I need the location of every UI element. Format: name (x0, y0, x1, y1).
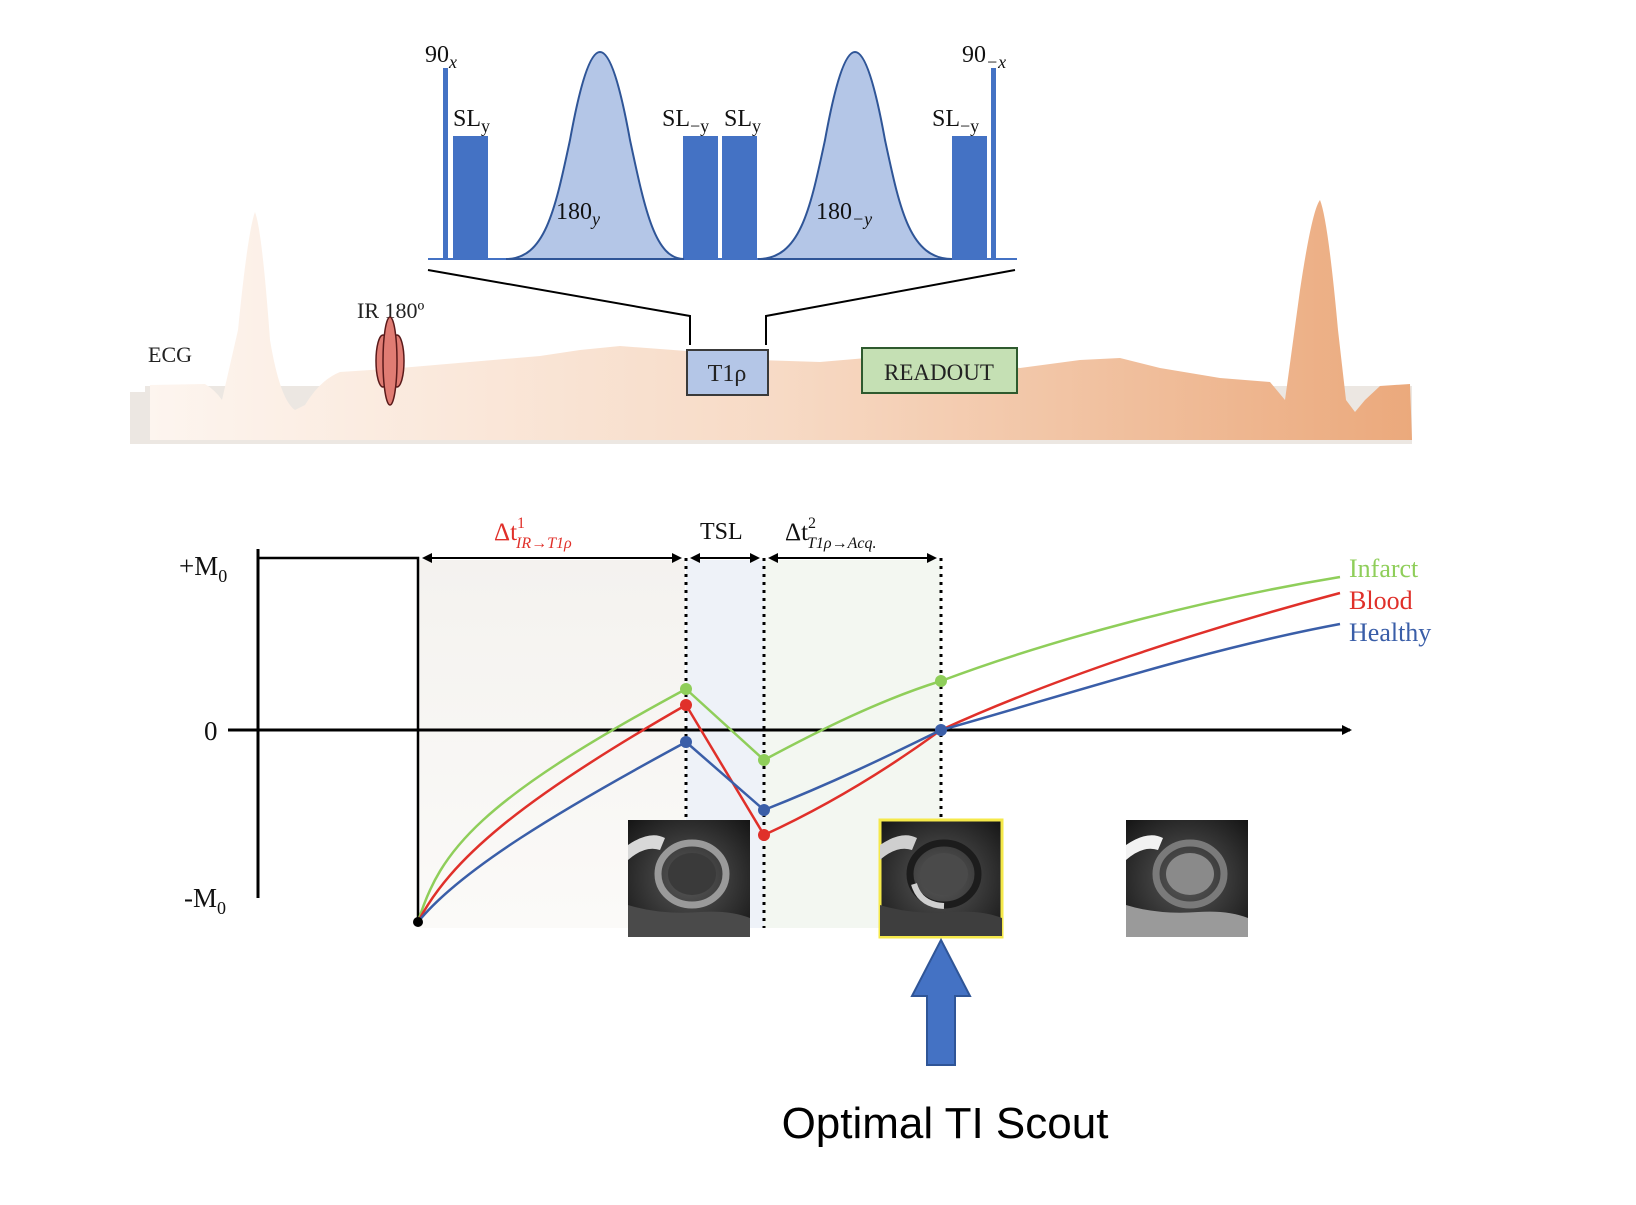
cardiac-image-2-cavity (920, 853, 968, 895)
refocus-lobe-2 (757, 50, 953, 260)
refocus-label-2: 180−y (816, 199, 872, 229)
legend-infarct: Infarct (1349, 554, 1419, 583)
pulse-90mx-bar (991, 68, 996, 260)
ir-pulse-lobe-center (382, 316, 398, 406)
curve-points (413, 675, 947, 927)
interval-label-tsl: TSL (700, 519, 743, 545)
zoom-line-right (765, 269, 1016, 345)
t1rho-block: T1ρ (686, 349, 769, 396)
curve-infarct-final (763, 575, 1341, 762)
spin-lock-block-2 (683, 136, 718, 259)
spin-lock-block-3 (722, 136, 757, 259)
cardiac-image-3-cavity (1166, 853, 1214, 895)
cardiac-image-1-myocardium (654, 839, 730, 909)
curves (416, 575, 1341, 923)
point-null (935, 724, 947, 736)
cardiac-image-2-body (880, 905, 1002, 936)
readout-label: READOUT (884, 360, 994, 385)
point-infarct-3 (935, 675, 947, 687)
spin-lock-block-1 (453, 136, 488, 259)
spin-lock-label-1: SLy (453, 106, 490, 136)
point-infarct-1 (680, 683, 692, 695)
cardiac-image-3-chestwall (1126, 835, 1163, 860)
scout-label: Optimal TI Scout (782, 1099, 1109, 1148)
t1rho-box (686, 349, 769, 396)
legend-blood: Blood (1349, 586, 1413, 615)
cardiac-image-3 (1126, 820, 1248, 937)
curve-infarct-tsl (685, 688, 765, 761)
point-start (413, 917, 423, 927)
curve-healthy-tsl (685, 741, 765, 811)
y-label-zero: 0 (204, 716, 218, 746)
curve-blood-final (763, 591, 1341, 837)
cardiac-image-2-infarct (911, 883, 945, 909)
point-infarct-2 (758, 754, 770, 766)
point-healthy-1 (680, 736, 692, 748)
cardiac-image-1 (628, 820, 750, 937)
point-blood-1 (680, 699, 692, 711)
point-blood-2 (758, 829, 770, 841)
scout-arrow (910, 937, 972, 1066)
cardiac-image-1-cavity (668, 853, 716, 895)
refocus-lobe-1 (505, 50, 685, 260)
pulse-90x-label: 90x (425, 42, 457, 72)
ecg-waveform (150, 200, 1412, 440)
cardiac-image-3-body (1126, 905, 1248, 937)
y-label-minus: -M0 (184, 883, 226, 918)
readout-block: READOUT (861, 347, 1018, 394)
ir-pulse: IR 180º (357, 298, 425, 406)
cardiac-image-2-chestwall (880, 835, 917, 860)
t1rho-label: T1ρ (708, 361, 747, 387)
spin-lock-block-4 (952, 136, 987, 259)
mz-initial-line (258, 556, 420, 922)
ecg-band: ECG (130, 200, 1412, 444)
readout-box (861, 347, 1018, 394)
refocus-label-1: 180y (556, 199, 600, 229)
point-healthy-2 (758, 804, 770, 816)
pulse-90mx-label: 90−x (962, 42, 1006, 72)
curve-infarct-recovery (416, 687, 687, 923)
curve-blood-tsl (684, 704, 766, 836)
ecg-label: ECG (148, 342, 192, 367)
cardiac-image-2 (878, 818, 1004, 939)
curve-blood-recovery (416, 703, 687, 923)
curve-healthy-recovery (417, 740, 687, 923)
legend-healthy: Healthy (1349, 618, 1431, 647)
legend: Infarct Blood Healthy (1349, 554, 1431, 647)
zoom-line-left (427, 269, 691, 345)
spin-lock-label-3: SLy (724, 106, 761, 136)
pulse-90x-bar (443, 68, 448, 260)
cardiac-image-1-body (628, 905, 750, 937)
cardiac-image-3-myocardium (1152, 839, 1228, 909)
curve-healthy-final (763, 622, 1341, 812)
spin-lock-label-4: SL−y (932, 106, 979, 136)
y-label-plus: +M0 (179, 551, 227, 586)
pulse-sequence: 90x 90−x SLy SL−y SLy SL−y 180y 180−y (425, 42, 1017, 260)
zoom-lines (427, 269, 1016, 345)
spin-lock-label-2: SL−y (662, 106, 709, 136)
cardiac-image-1-chestwall (628, 835, 665, 860)
